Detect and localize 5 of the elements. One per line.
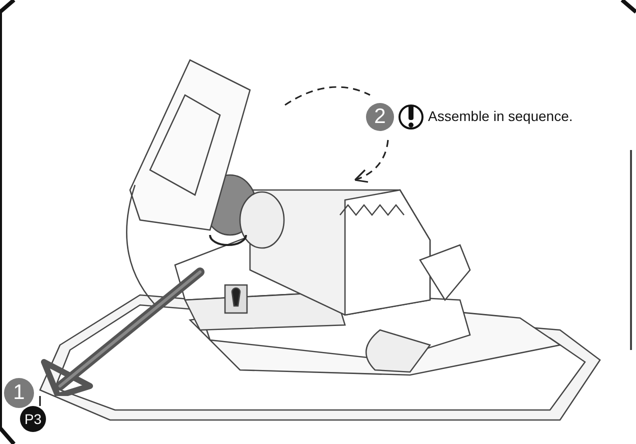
- step-number-bubble: 1: [4, 378, 34, 408]
- part-label: P3: [20, 406, 46, 432]
- instruction-note: Assemble in sequence.: [428, 108, 573, 124]
- step-number-bubble: 2: [366, 103, 394, 131]
- leader-line: [39, 396, 41, 406]
